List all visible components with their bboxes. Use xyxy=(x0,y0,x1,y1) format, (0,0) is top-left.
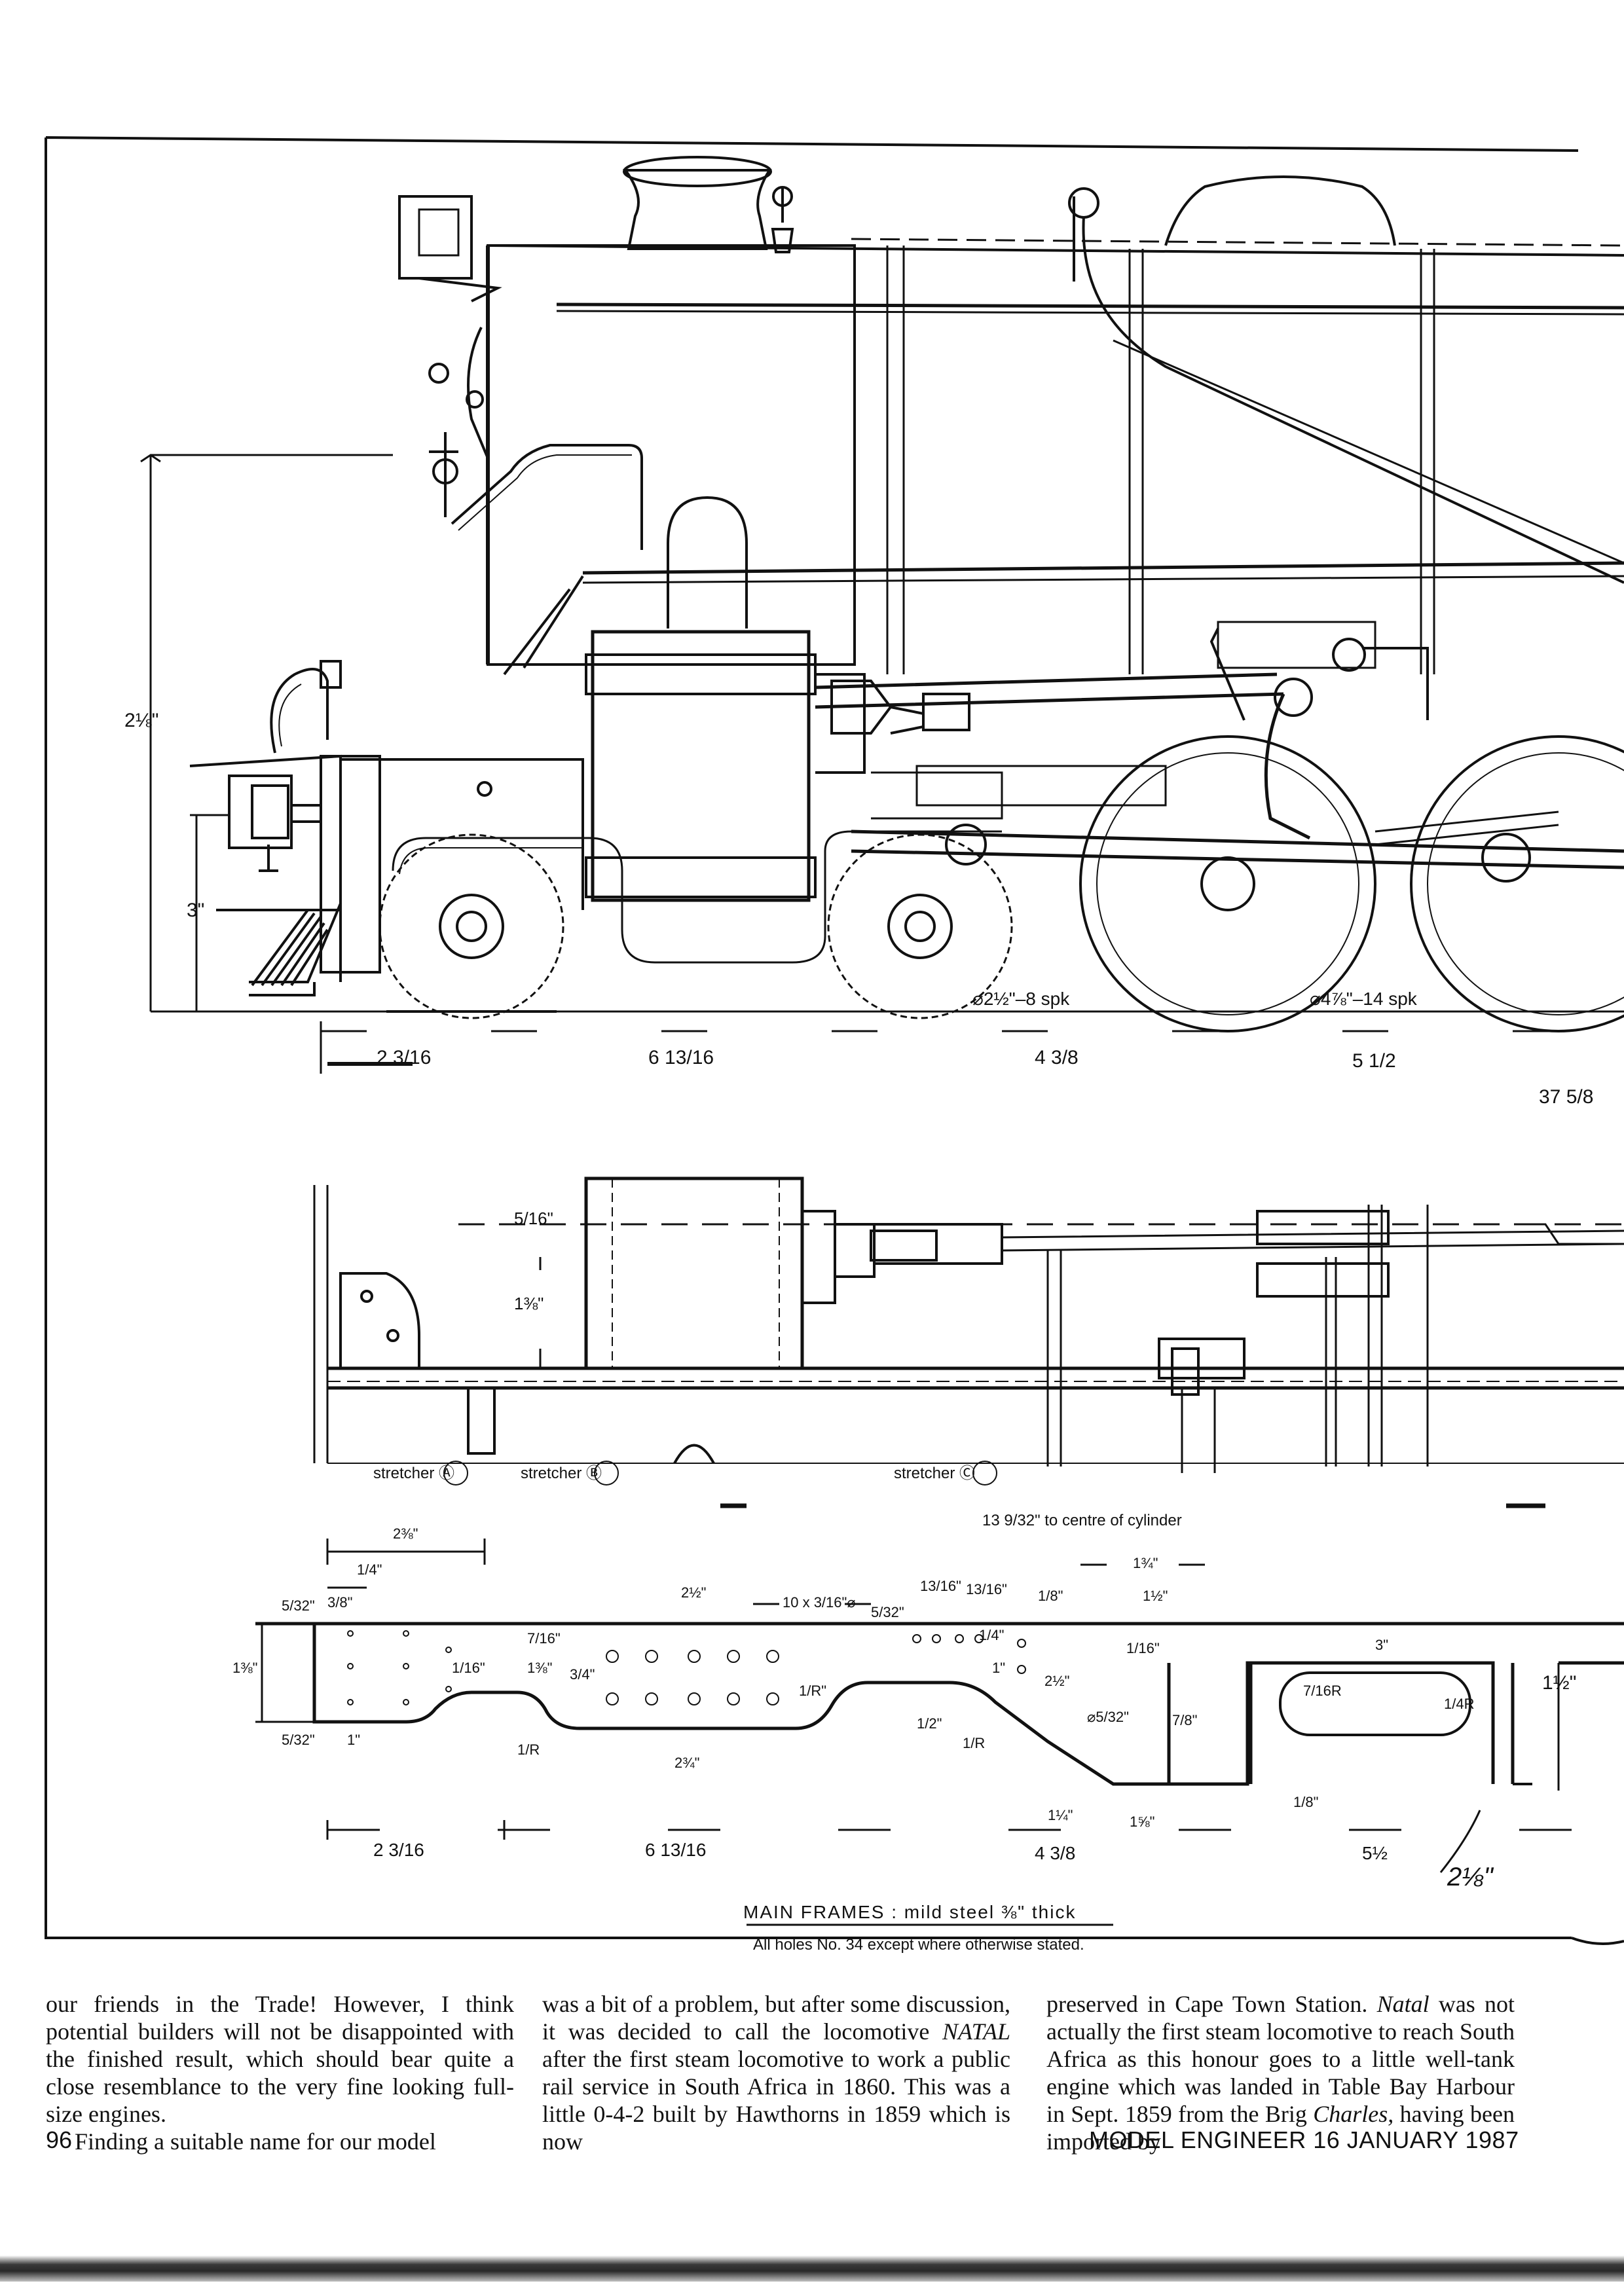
drawing-caption: MAIN FRAMES : mild steel ⅜" thick xyxy=(743,1902,1076,1922)
frame-inner-dim-9: 2½" xyxy=(1044,1673,1069,1689)
frame-inner-dim-12: ⌀5/32" xyxy=(1087,1709,1129,1725)
frame-bottom-small-4: 2¾" xyxy=(674,1755,699,1771)
frame-inner-dim-14: 7/16R xyxy=(1303,1683,1342,1699)
frame-inner-dim-6: 1/R" xyxy=(799,1683,826,1699)
centre-cylinder-note: 13 9/32" to centre of cylinder xyxy=(982,1512,1182,1529)
frame-bottom-small-2: 1" xyxy=(347,1732,360,1748)
plan-view xyxy=(313,1176,1624,1485)
col3-italic-charles: Charles, xyxy=(1313,2101,1394,2127)
elevation-dimensions xyxy=(140,454,1624,1226)
frame-top-dim-6: 10 x 3/16"⌀ xyxy=(783,1594,856,1611)
col3-text-b: was not actually the first steam locomot… xyxy=(1046,1991,1515,2127)
wheel-note-driving: ⌀4⅞"–14 spk xyxy=(1310,989,1418,1009)
article-column-2: was a bit of a problem, but after some d… xyxy=(542,1990,1010,2155)
frame-bottom-2: 6 13/16 xyxy=(645,1840,706,1860)
dim-height-lower: 3" xyxy=(187,900,204,921)
frame-inner-dim-3: 7/16" xyxy=(527,1630,561,1647)
frame-top-dim-7: 5/32" xyxy=(871,1604,904,1620)
frame-bottom-small-1: 5/32" xyxy=(282,1732,315,1748)
frame-bottom-small-9: 1/8" xyxy=(1293,1794,1318,1810)
frame-inner-dim-11: 3" xyxy=(1375,1637,1388,1653)
frame-top-dim-10: 1/8" xyxy=(1038,1588,1063,1604)
frame-bottom-small-3: 1/R xyxy=(517,1741,540,1758)
wheel-note-bogie: ⌀2½"–8 spk xyxy=(972,989,1070,1009)
dim-bottom-4: 5 1/2 xyxy=(1352,1050,1396,1072)
frame-bottom-small-8: 1⅝" xyxy=(1130,1813,1154,1830)
col2-paragraph: was a bit of a problem, but after some d… xyxy=(542,1990,1010,2155)
frame-inner-dim-4: 1⅜" xyxy=(527,1660,552,1676)
dim-bottom-2: 6 13/16 xyxy=(648,1047,714,1068)
col2-italic-natal: NATAL xyxy=(942,2018,1010,2045)
frame-bottom-3: 4 3/8 xyxy=(1035,1843,1075,1863)
frame-top-dim-12: 1½" xyxy=(1143,1588,1168,1604)
frames-dimensions xyxy=(255,1503,1624,1926)
stretcher-b-label: stretcher Ⓑ xyxy=(521,1465,602,1482)
stretcher-c-label: stretcher Ⓒ xyxy=(894,1465,975,1482)
dim-bottom-3: 4 3/8 xyxy=(1035,1047,1079,1068)
drawing-caption-note: All holes No. 34 except where otherwise … xyxy=(753,1936,1084,1954)
frame-inner-dim-10: 1/16" xyxy=(1126,1640,1160,1656)
frame-top-dim-5: 2½" xyxy=(681,1584,706,1601)
col1-paragraph-1: our friends in the Trade! However, I thi… xyxy=(46,1991,514,2127)
scan-edge xyxy=(0,2255,1624,2282)
plan-dim-top: 5/16" xyxy=(514,1209,553,1228)
col2-text-b: after the first steam locomotive to work… xyxy=(542,2046,1010,2155)
frame-top-dim-3: 5/32" xyxy=(282,1597,315,1614)
dim-bottom-5: 37 5/8 xyxy=(1539,1086,1593,1108)
dim-bottom-1: 2 3/16 xyxy=(377,1047,431,1068)
col3-text-c: having been imported by xyxy=(1046,2101,1515,2155)
frame-inner-dim-15: 1/4R xyxy=(1444,1696,1474,1712)
frame-inner-dim-7: 1/4" xyxy=(979,1627,1004,1643)
frame-top-dim-8: 13/16" xyxy=(920,1578,961,1594)
frame-bottom-small-7: 1¼" xyxy=(1048,1807,1073,1823)
frame-top-dim-9: 13/16" xyxy=(966,1581,1007,1597)
col3-paragraph: preserved in Cape Town Station. Natal wa… xyxy=(1046,1990,1515,2155)
running-footer: MODEL ENGINEER 16 JANUARY 1987 xyxy=(1089,2126,1519,2153)
locomotive-drawing: 2⅛" 3" 2 3/16 6 13/16 4 3/8 5 1/2 37 5/8… xyxy=(45,136,1624,1954)
frame-bottom-4: 5½ xyxy=(1362,1843,1388,1863)
col3-text-a: preserved in Cape Town Station. xyxy=(1046,1991,1377,2017)
article-column-1: our friends in the Trade! However, I thi… xyxy=(46,1990,514,2155)
article-column-3: preserved in Cape Town Station. Natal wa… xyxy=(1046,1990,1515,2155)
frame-inner-dim-13: 7/8" xyxy=(1172,1712,1197,1728)
page-number: 96 xyxy=(46,2126,73,2153)
side-elevation xyxy=(151,156,1624,1032)
col2-text-a: was a bit of a problem, but after some d… xyxy=(542,1991,1010,2045)
stretcher-a-label: stretcher Ⓐ xyxy=(373,1465,454,1482)
frame-top-dim-1: 2⅜" xyxy=(393,1525,418,1542)
dim-height-main: 2⅛" xyxy=(124,710,158,731)
frame-top-dim-11: 1¾" xyxy=(1133,1555,1158,1571)
frame-inner-dim-2: 1/16" xyxy=(452,1660,485,1676)
plan-dim-bottom: 1⅜" xyxy=(514,1294,544,1313)
driving-wheel-1 xyxy=(1079,735,1376,1032)
col3-italic-natal: Natal xyxy=(1376,1991,1430,2017)
frame-bottom-small-5: 1/2" xyxy=(917,1715,942,1732)
driving-wheel-2 xyxy=(1410,735,1624,1032)
frame-bottom-small-6: 1/R xyxy=(963,1735,985,1751)
frame-inner-dim-8: 1" xyxy=(992,1660,1005,1676)
main-frames-plate xyxy=(255,1622,1624,1791)
frame-bottom-1: 2 3/16 xyxy=(373,1840,424,1860)
col1-paragraph-2: Finding a suitable name for our model xyxy=(75,2128,436,2155)
frame-inner-dim-16: 1½" xyxy=(1542,1672,1576,1694)
bogie-wheel-front xyxy=(378,833,564,1019)
frame-top-dim-2: 1/4" xyxy=(357,1561,382,1578)
frame-inner-dim-5: 3/4" xyxy=(570,1666,595,1683)
frame-inner-dim-1: 1⅜" xyxy=(232,1660,257,1676)
frame-top-dim-4: 3/8" xyxy=(327,1594,352,1611)
frame-bottom-5: 2⅛" xyxy=(1447,1863,1494,1891)
